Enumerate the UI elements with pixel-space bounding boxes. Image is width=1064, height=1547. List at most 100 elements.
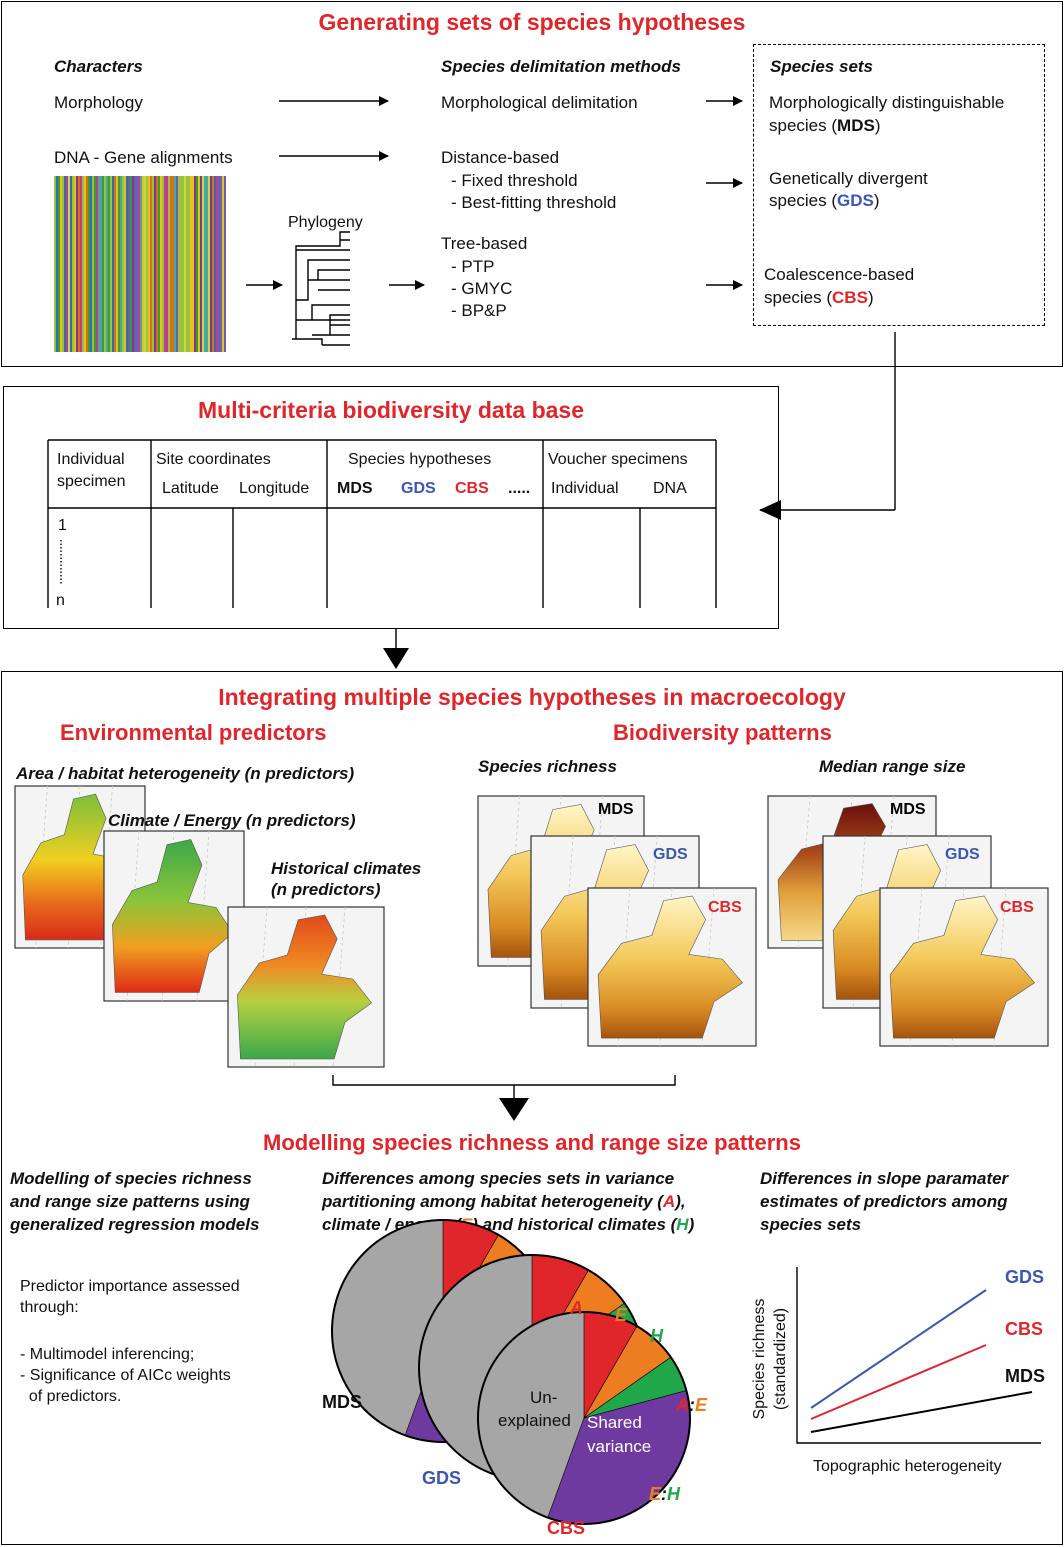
alignment-column <box>186 176 188 352</box>
section1-title: Generating sets of species hypotheses <box>318 9 746 35</box>
col1-line1: Modelling of species richness <box>10 1169 252 1188</box>
range-gds-label: GDS <box>945 846 980 863</box>
historical-map-land <box>237 914 372 1060</box>
alignment-column <box>188 176 190 352</box>
macroecology-panel <box>1 671 1063 1545</box>
alignment-column <box>214 176 216 352</box>
alignment-column <box>114 176 116 352</box>
col1-line3: generalized regression models <box>10 1215 260 1234</box>
col-site-coordinates: Site coordinates <box>156 451 271 468</box>
alignment-column <box>204 176 206 352</box>
col-voucher: Voucher specimens <box>548 451 688 468</box>
mds-set-line2: species (MDS) <box>769 116 881 135</box>
alignment-column <box>110 176 112 352</box>
species-sets-box <box>753 44 1045 326</box>
alignment-column <box>146 176 148 352</box>
ptp-label: - PTP <box>451 257 495 276</box>
pie-label-ae: A:E <box>676 1395 708 1415</box>
alignment-column <box>208 176 210 352</box>
fixed-threshold-label: - Fixed threshold <box>451 171 578 190</box>
alignment-column <box>140 176 142 352</box>
alignment-column <box>96 176 98 352</box>
distance-based-label: Distance-based <box>441 148 560 167</box>
alignment-column <box>206 176 208 352</box>
morphology-label: Morphology <box>54 93 143 112</box>
alignment-column <box>168 176 170 352</box>
alignment-column <box>90 176 92 352</box>
pie-label-e: E <box>615 1305 628 1325</box>
alignment-column <box>122 176 124 352</box>
median-range-label: Median range size <box>819 757 966 776</box>
alignment-column <box>76 176 78 352</box>
alignment-column <box>106 176 108 352</box>
alignment-column <box>136 176 138 352</box>
pred-importance-l3: - Multimodel inferencing; <box>20 1346 195 1363</box>
alignment-column <box>88 176 90 352</box>
bpp-label: - BP&P <box>451 301 507 320</box>
alignment-column <box>64 176 66 352</box>
phylogeny-label: Phylogeny <box>288 214 363 231</box>
pie-gds-label: GDS <box>422 1468 462 1488</box>
best-threshold-label: - Best-fitting threshold <box>451 193 617 212</box>
alignment-column <box>98 176 100 352</box>
col3-line3: species sets <box>760 1215 862 1234</box>
row-first: 1 <box>58 517 67 534</box>
line-gds-label: GDS <box>1005 1267 1045 1287</box>
alignment-column <box>178 176 180 352</box>
alignment-column <box>196 176 198 352</box>
col-longitude: Longitude <box>239 480 310 497</box>
chart-xlabel: Topographic heterogeneity <box>813 1458 1002 1475</box>
line-mds-label: MDS <box>1005 1366 1045 1386</box>
col-individual-1: Individual <box>57 451 125 468</box>
alignment-column <box>66 176 68 352</box>
alignment-column <box>162 176 164 352</box>
pred-importance-l1: Predictor importance assessed <box>20 1278 240 1295</box>
col-voucher-dna: DNA <box>653 480 687 497</box>
pie-unexplained-1: Un- <box>530 1388 558 1407</box>
characters-header: Characters <box>54 57 143 76</box>
alignment-column <box>78 176 80 352</box>
db-dots: ..... <box>508 480 531 497</box>
range-mds-label: MDS <box>890 801 926 818</box>
section3-title: Integrating multiple species hypotheses … <box>218 684 846 710</box>
line-cbs-label: CBS <box>1005 1319 1044 1339</box>
alignment-column <box>86 176 88 352</box>
alignment-column <box>102 176 104 352</box>
alignment-column <box>164 176 166 352</box>
alignment-column <box>154 176 156 352</box>
chart-ylabel-2: (standardized) <box>772 1307 789 1411</box>
pie-label-eh: E:H <box>649 1484 681 1504</box>
alignment-column <box>56 176 58 352</box>
richness-mds-label: MDS <box>598 801 634 818</box>
alignment-column <box>160 176 162 352</box>
alignment-column <box>108 176 110 352</box>
alignment-column <box>218 176 220 352</box>
alignment-column <box>222 176 224 352</box>
alignment-column <box>144 176 146 352</box>
alignment-column <box>82 176 84 352</box>
pred-importance-l4: - Significance of AICc weights <box>20 1367 231 1384</box>
pie-shared-2: variance <box>587 1437 652 1456</box>
alignment-column <box>132 176 134 352</box>
line-cbs <box>810 1344 987 1420</box>
climate-energy-label: Climate / Energy (n predictors) <box>108 811 356 830</box>
alignment-column <box>128 176 130 352</box>
historical-label-1: Historical climates <box>271 859 422 878</box>
alignment-column <box>54 176 56 352</box>
alignment-column <box>166 176 168 352</box>
gds-set-line2: species (GDS) <box>769 191 880 210</box>
pred-importance-l2: through: <box>20 1299 79 1316</box>
alignment-column <box>174 176 176 352</box>
alignment-column <box>134 176 136 352</box>
richness-gds-label: GDS <box>653 846 688 863</box>
alignment-column <box>190 176 192 352</box>
species-richness-label: Species richness <box>478 757 617 776</box>
pie-mds-label: MDS <box>322 1392 362 1412</box>
section2-title: Multi-criteria biodiversity data base <box>197 397 584 423</box>
alignment-column <box>150 176 152 352</box>
climate-map-land <box>112 839 234 993</box>
range-cbs-label: CBS <box>1000 899 1034 916</box>
alignment-column <box>70 176 72 352</box>
alignment-column <box>156 176 158 352</box>
col-species-hypotheses: Species hypotheses <box>348 451 492 468</box>
